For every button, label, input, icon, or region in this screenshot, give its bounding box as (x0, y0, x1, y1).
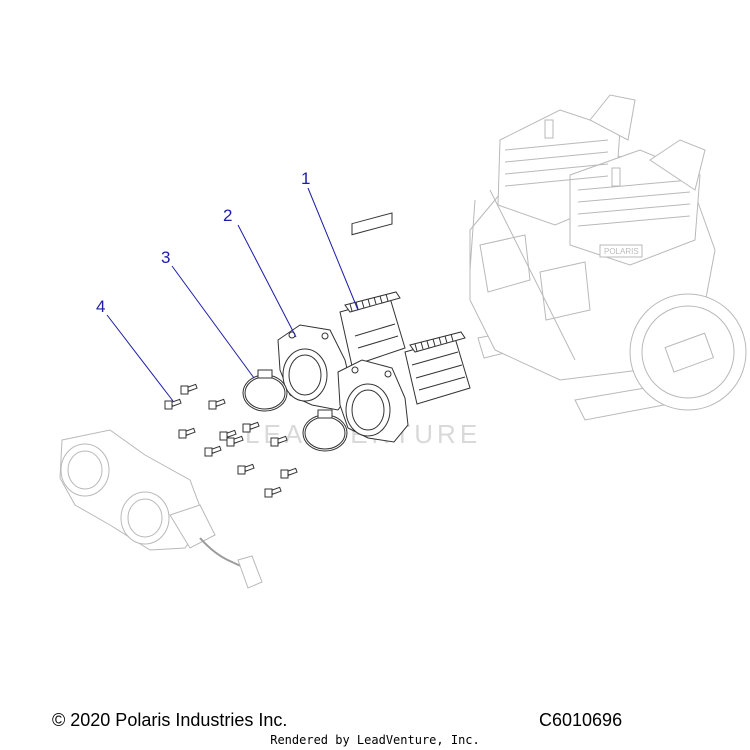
screw (242, 421, 260, 433)
callout-1[interactable]: 1 (301, 169, 310, 188)
engine-assembly: POLARIS (469, 94, 747, 421)
screw (208, 398, 226, 410)
screw (178, 427, 196, 439)
reed-valve-right (404, 331, 471, 405)
screw (180, 383, 198, 395)
engine-badge: POLARIS (604, 247, 639, 256)
leader-line-2 (237, 224, 297, 338)
screw (237, 463, 255, 475)
screw (226, 435, 244, 447)
intake-boot-assembly (277, 324, 409, 443)
callout-leaders (106, 187, 359, 402)
screw (164, 398, 182, 410)
screw (204, 445, 222, 457)
reed-valve-assembly (339, 212, 471, 405)
screw (270, 435, 288, 447)
leader-line-3 (171, 265, 255, 379)
reed-valve-left (339, 212, 406, 367)
leader-line-4 (106, 314, 174, 402)
callout-4[interactable]: 4 (96, 297, 105, 316)
throttle-body-assembly (59, 429, 263, 589)
screw (264, 486, 282, 498)
rendered-by-text: Rendered by LeadVenture, Inc. (270, 733, 480, 747)
callout-2[interactable]: 2 (223, 206, 232, 225)
callout-3[interactable]: 3 (161, 248, 170, 267)
copyright-text: © 2020 Polaris Industries Inc. (52, 710, 288, 730)
clamp-assembly (242, 369, 348, 452)
diagram-code: C6010696 (539, 710, 623, 730)
leader-line-1 (307, 187, 359, 311)
screw-set (164, 383, 298, 498)
screw (219, 429, 237, 441)
screw (280, 467, 298, 479)
